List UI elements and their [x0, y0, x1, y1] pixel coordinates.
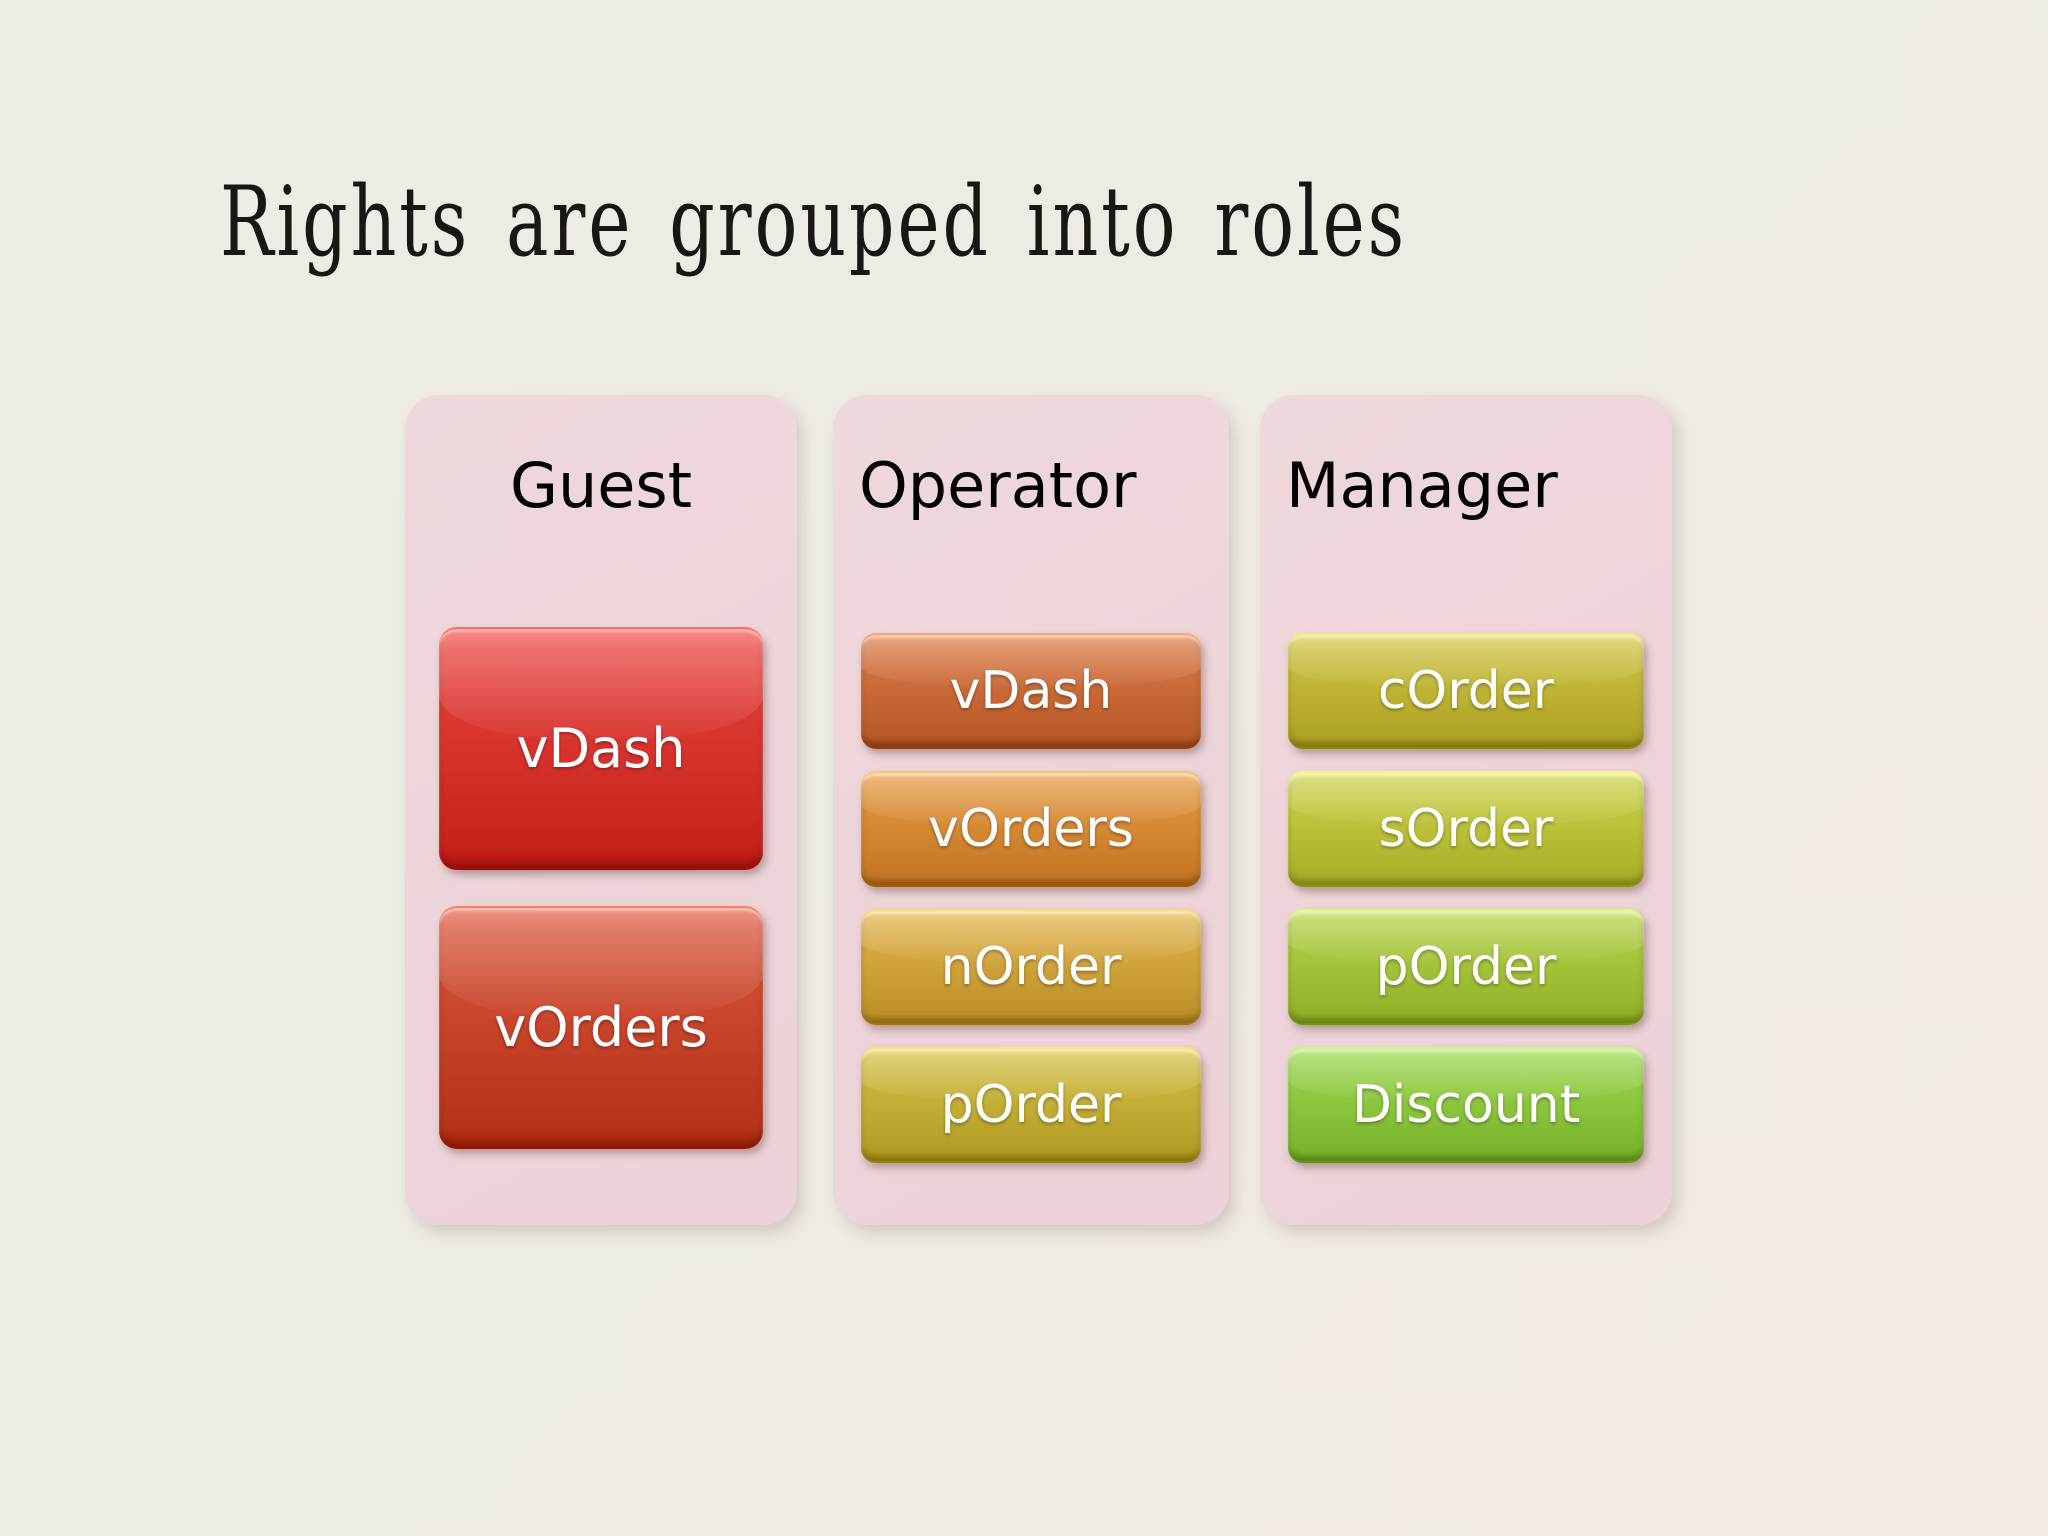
page-title: Rights are grouped into roles: [220, 166, 1408, 279]
right-button-label: vDash: [516, 717, 686, 780]
right-button-label: Discount: [1351, 1075, 1581, 1135]
rights-list-manager: cOrder sOrder pOrder Discount: [1260, 633, 1672, 1185]
role-card-title: Guest: [509, 449, 693, 522]
roles-rack: Guest vDash vOrders Operator vDash vOrde…: [405, 395, 1675, 1225]
right-button[interactable]: vOrders: [861, 771, 1201, 887]
right-button[interactable]: pOrder: [861, 1047, 1201, 1163]
right-button[interactable]: sOrder: [1288, 771, 1644, 887]
right-button[interactable]: cOrder: [1288, 633, 1644, 749]
right-button[interactable]: vDash: [439, 627, 763, 870]
right-button-label: pOrder: [940, 1075, 1122, 1135]
right-button-label: vOrders: [494, 996, 708, 1059]
right-button[interactable]: Discount: [1288, 1047, 1644, 1163]
right-button-label: vDash: [949, 661, 1113, 721]
right-button-label: cOrder: [1377, 661, 1555, 721]
role-card-title: Manager: [1286, 449, 1558, 522]
role-card-guest[interactable]: Guest vDash vOrders: [405, 395, 797, 1225]
rights-list-operator: vDash vOrders nOrder pOrder: [833, 633, 1229, 1185]
right-button[interactable]: vDash: [861, 633, 1201, 749]
right-button[interactable]: vOrders: [439, 906, 763, 1149]
rights-list-guest: vDash vOrders: [405, 627, 797, 1185]
right-button-label: vOrders: [928, 799, 1134, 859]
role-card-title: Operator: [859, 449, 1137, 522]
right-button-label: nOrder: [940, 937, 1122, 997]
right-button-label: sOrder: [1378, 799, 1554, 859]
role-card-operator[interactable]: Operator vDash vOrders nOrder pOrder: [833, 395, 1229, 1225]
right-button[interactable]: pOrder: [1288, 909, 1644, 1025]
role-card-manager[interactable]: Manager cOrder sOrder pOrder Discount: [1260, 395, 1672, 1225]
right-button-label: pOrder: [1375, 937, 1557, 997]
right-button[interactable]: nOrder: [861, 909, 1201, 1025]
